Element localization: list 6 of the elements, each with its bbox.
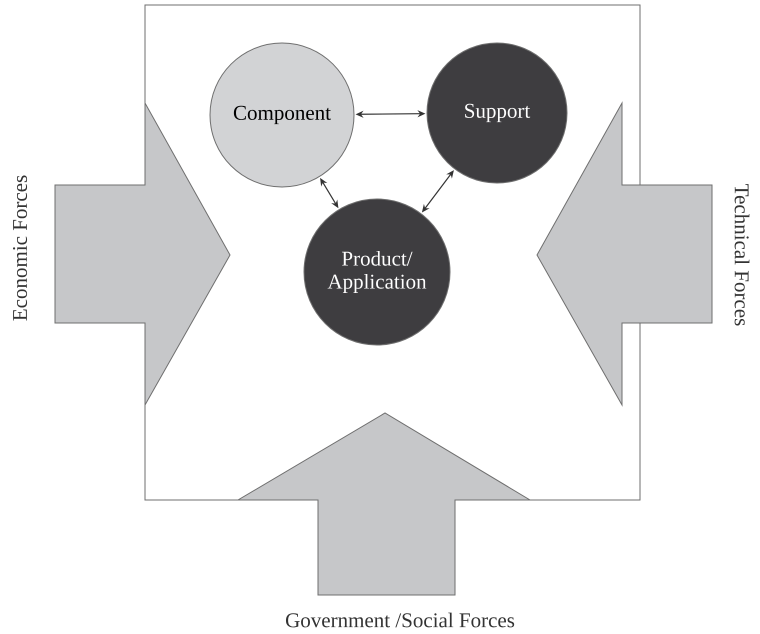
circle-node: Product/ Application	[304, 198, 450, 346]
force-label: Government /Social Forces	[286, 612, 514, 628]
force-label: Technical Forces	[734, 184, 750, 326]
circle-node: Component	[210, 42, 354, 188]
circle-node: Support	[426, 42, 568, 184]
force-label: Economic Forces	[12, 176, 28, 321]
